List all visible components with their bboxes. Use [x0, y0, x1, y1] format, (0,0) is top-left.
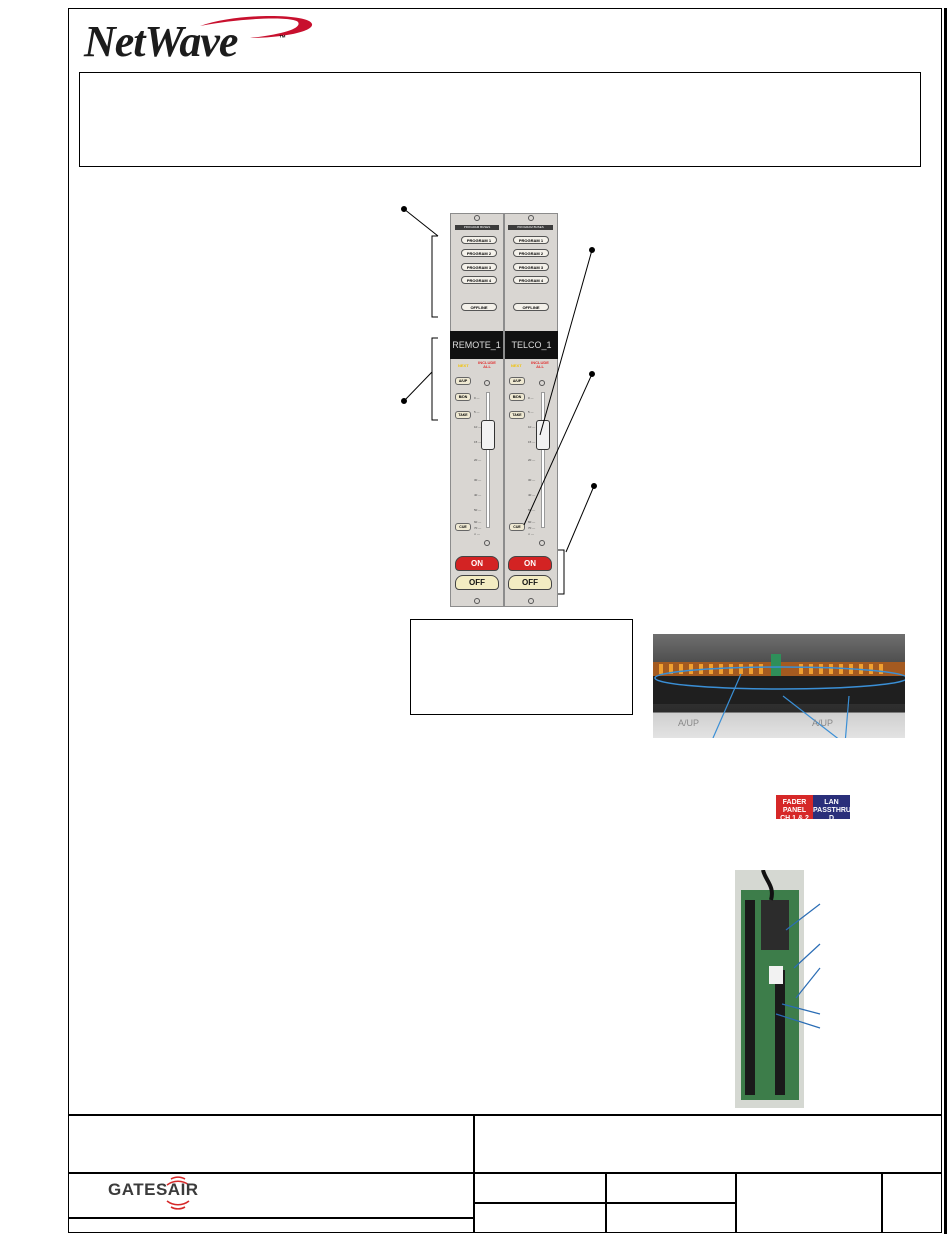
netwave-logo: NetWave — [84, 17, 238, 66]
offline-button[interactable]: OFFLINE — [461, 303, 497, 311]
cue-button[interactable]: CUE — [455, 523, 471, 531]
screw-icon — [474, 598, 480, 604]
bus-program-1-button[interactable]: PROGRAM 1 — [461, 236, 497, 244]
take-button[interactable]: TAKE — [455, 411, 471, 419]
b-dn-button[interactable]: B/DN — [509, 393, 525, 401]
bus-program-3-button[interactable]: PROGRAM 3 — [461, 263, 497, 271]
screw-icon — [484, 380, 490, 386]
title-block-cell-divider — [605, 1172, 607, 1233]
bus-program-1-button[interactable]: PROGRAM 1 — [513, 236, 549, 244]
screw-icon — [539, 380, 545, 386]
bus-header: PROGRAM BUSES — [455, 225, 499, 230]
fader-scale-mark: 0 — — [528, 396, 534, 400]
callout-lines — [401, 206, 597, 595]
a-up-button[interactable]: A/UP — [509, 377, 525, 385]
title-block-low-line — [68, 1217, 474, 1219]
title-block-cell-line — [473, 1202, 735, 1204]
fader-scale-mark: 60 — — [474, 520, 482, 524]
channel-divider — [503, 213, 505, 607]
channel-on-button[interactable]: ON — [508, 556, 552, 571]
fader-track — [541, 392, 545, 528]
title-block-divider — [473, 1114, 475, 1233]
screw-icon — [539, 540, 545, 546]
ifb-label: INCLUDE ALL — [531, 360, 549, 369]
fader-scale-mark: 20 — — [474, 458, 482, 462]
page-edge-bar — [944, 8, 947, 1234]
bus-program-3-button[interactable]: PROGRAM 3 — [513, 263, 549, 271]
title-block-cell-divider — [735, 1172, 737, 1233]
screw-icon — [474, 215, 480, 221]
title-block-cell-divider — [881, 1172, 883, 1233]
ifb-label: INCLUDE ALL — [478, 360, 496, 369]
board-callout-lines — [775, 903, 821, 1029]
page-frame — [68, 8, 942, 1233]
fader-scale-mark: 40 — — [528, 493, 536, 497]
take-button[interactable]: TAKE — [509, 411, 525, 419]
connector-image-icon — [653, 654, 905, 738]
fader-scale-mark: 40 — — [474, 493, 482, 497]
fader-scale-mark: 30 — — [528, 478, 536, 482]
cue-button[interactable]: CUE — [509, 523, 525, 531]
channel-display: TELCO_1 — [505, 331, 558, 359]
fader-scale-mark: 15 — — [474, 440, 482, 444]
trademark-mark: ™ — [279, 35, 286, 42]
fader-scale-mark: 70 — — [474, 526, 482, 530]
fader-track — [486, 392, 490, 528]
channel-on-button[interactable]: ON — [455, 556, 499, 571]
bus-program-4-button[interactable]: PROGRAM 4 — [461, 276, 497, 284]
screw-icon — [528, 215, 534, 221]
header-box — [79, 72, 921, 167]
bus-program-2-button[interactable]: PROGRAM 2 — [461, 249, 497, 257]
netwave-swoosh-icon — [200, 16, 313, 38]
fader-scale-mark: 5 — — [474, 410, 480, 414]
note-box — [410, 619, 633, 715]
channel-display: REMOTE_1 — [450, 331, 503, 359]
gatesair-logo-text: GATESAIR — [108, 1180, 199, 1199]
fader-scale-mark: 70 — — [528, 526, 536, 530]
bus-program-2-button[interactable]: PROGRAM 2 — [513, 249, 549, 257]
fader-scale-mark: 20 — — [528, 458, 536, 462]
screw-icon — [484, 540, 490, 546]
bus-program-4-button[interactable]: PROGRAM 4 — [513, 276, 549, 284]
next-label: NEXT — [511, 363, 522, 368]
board-photo — [735, 870, 804, 1108]
connector-photo — [653, 634, 905, 738]
fader-scale-mark: 10 — — [474, 425, 482, 429]
circuit-board-icon — [735, 870, 804, 1108]
fader-scale-mark: 50 — — [474, 508, 482, 512]
fader-scale-mark: 50 — — [528, 508, 536, 512]
fader-scale-mark: ∞ — — [528, 532, 534, 536]
fader-knob[interactable] — [481, 420, 495, 450]
b-dn-button[interactable]: B/DN — [455, 393, 471, 401]
gatesair-logo-icon — [166, 1176, 190, 1210]
fader-scale-mark: ∞ — — [474, 532, 480, 536]
screw-icon — [528, 598, 534, 604]
channel-off-button[interactable]: OFF — [455, 575, 499, 590]
fader-scale-mark: 0 — — [474, 396, 480, 400]
title-block-mid-line — [68, 1172, 942, 1174]
fader-scale-mark: 5 — — [528, 410, 534, 414]
fader-scale-mark: 30 — — [474, 478, 482, 482]
channel-off-button[interactable]: OFF — [508, 575, 552, 590]
fader-scale-mark: 15 — — [528, 440, 536, 444]
photo-label-left: A/UP — [678, 718, 700, 728]
fader-scale-mark: 10 — — [528, 425, 536, 429]
next-label: NEXT — [458, 363, 469, 368]
photo-label-right: A/UP — [812, 718, 834, 728]
title-block-top-line — [68, 1114, 942, 1116]
fader-scale-mark: 60 — — [528, 520, 536, 524]
bus-header: PROGRAM BUSES — [508, 225, 553, 230]
offline-button[interactable]: OFFLINE — [513, 303, 549, 311]
fader-knob[interactable] — [536, 420, 550, 450]
a-up-button[interactable]: A/UP — [455, 377, 471, 385]
